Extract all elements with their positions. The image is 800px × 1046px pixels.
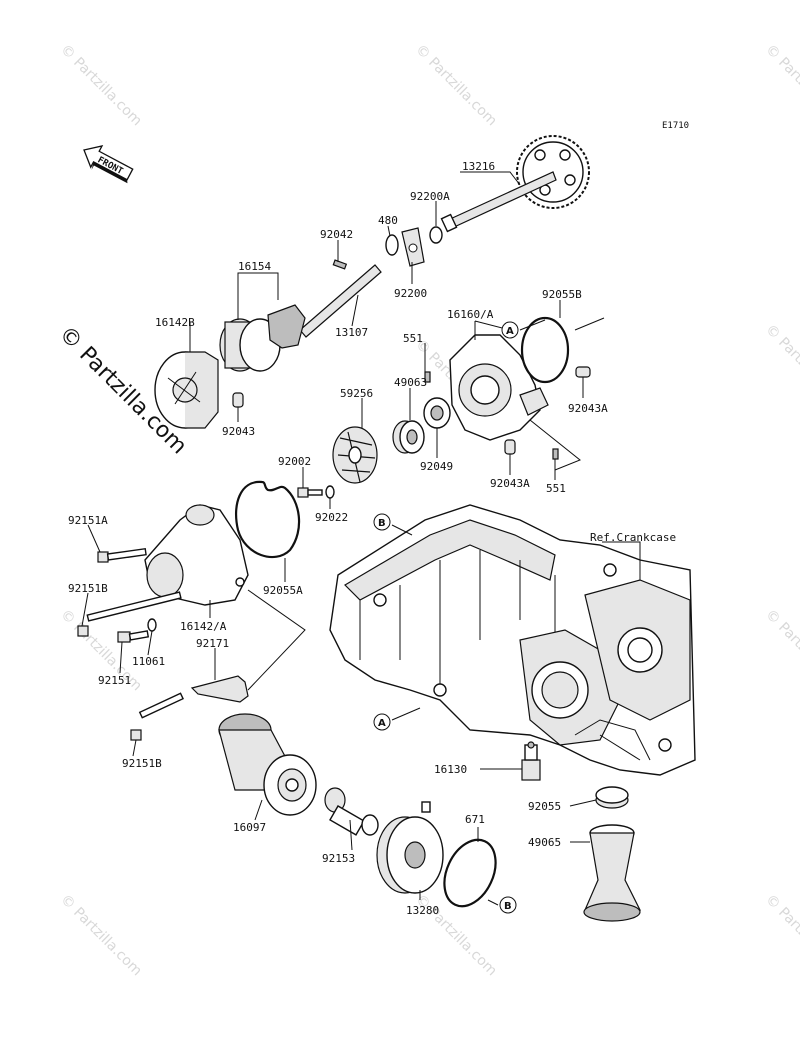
bracket-92171 <box>190 675 249 703</box>
label-49063: 49063 <box>394 376 427 389</box>
label-16154: 16154 <box>238 260 271 273</box>
label-92153: 92153 <box>322 852 355 865</box>
washer-92022 <box>325 485 335 499</box>
front-arrow-icon: FRONT <box>83 145 134 184</box>
label-92055: 92055 <box>528 800 561 813</box>
dowel-92043A-lower <box>504 439 516 455</box>
label-16142A: 16142/A <box>180 620 227 633</box>
label-92002: 92002 <box>278 455 311 468</box>
cover-16160A <box>449 334 549 441</box>
label-551-upper: 551 <box>403 332 423 345</box>
dowel-92043 <box>232 392 244 408</box>
label-671: 671 <box>465 813 485 826</box>
callout-B-lower: B <box>499 896 517 914</box>
watermark-2: © Partzilla.com <box>412 42 500 130</box>
label-16142B: 16142B <box>155 316 195 329</box>
label-11061: 11061 <box>132 655 165 668</box>
label-92171: 92171 <box>196 637 229 650</box>
leader-lines <box>81 171 641 906</box>
pump-body-16142A <box>144 504 249 606</box>
label-49065: 49065 <box>528 836 561 849</box>
strainer-49065 <box>583 824 641 922</box>
pin-551-lower <box>552 448 559 460</box>
cooler-13280 <box>376 801 444 894</box>
svg-text:A: A <box>378 718 386 729</box>
watermark-1: © Partzilla.com <box>57 42 145 130</box>
bolt-92151 <box>117 630 150 643</box>
dowel-92043A-upper <box>575 366 591 378</box>
o-ring-92055A <box>234 480 301 559</box>
label-92151A: 92151A <box>68 514 108 527</box>
watermark-5: © Partzilla.com <box>762 322 800 410</box>
watermark-9: © Partzilla.com <box>57 892 145 980</box>
label-92055A: 92055A <box>263 584 303 597</box>
watermark-8: © Partzilla.com <box>762 607 800 695</box>
callout-A-upper: A <box>501 321 519 339</box>
svg-text:B: B <box>378 518 386 529</box>
seal-49063 <box>392 420 425 454</box>
o-ring-92055B <box>520 316 570 384</box>
callout-A-lower: A <box>373 713 391 731</box>
circlip-480 <box>385 234 399 256</box>
watermark-11: © Partzilla.com <box>762 892 800 980</box>
label-13216: 13216 <box>462 160 495 173</box>
label-92049: 92049 <box>420 460 453 473</box>
switch-16130 <box>521 741 541 781</box>
label-92022: 92022 <box>315 511 348 524</box>
label-92151B-upper: 92151B <box>68 582 108 595</box>
seal-92049 <box>423 397 451 429</box>
bolt-92151B-lower <box>130 692 184 741</box>
label-92200A: 92200A <box>410 190 450 203</box>
impeller-59256 <box>332 426 378 484</box>
oil-filter-16097 <box>218 713 317 816</box>
housing-16142B <box>154 351 219 429</box>
pin-92042 <box>332 259 348 270</box>
label-59256: 59256 <box>340 387 373 400</box>
label-16130: 16130 <box>434 763 467 776</box>
label-551-lower: 551 <box>546 482 566 495</box>
label-16160A: 16160/A <box>447 308 494 321</box>
bolt-92151A <box>97 547 147 563</box>
svg-text:A: A <box>506 326 514 337</box>
diagram-code: E1710 <box>662 121 689 131</box>
label-92151: 92151 <box>98 674 131 687</box>
washer-92200A <box>429 226 443 244</box>
label-92043A-lower: 92043A <box>490 477 530 490</box>
washer-11061 <box>147 618 157 632</box>
crankcase-drawing <box>329 504 696 776</box>
rotor-16154 <box>219 304 306 372</box>
watermark-3: © Partzilla.com <box>762 42 800 130</box>
label-92151B-lower: 92151B <box>122 757 162 770</box>
bolt-92002 <box>297 487 323 498</box>
svg-text:B: B <box>504 901 512 912</box>
label-92043: 92043 <box>222 425 255 438</box>
fitting-92153 <box>324 787 379 836</box>
o-ring-671 <box>443 838 497 908</box>
gear-shaft-13216 <box>440 135 590 233</box>
shaft-13107 <box>299 264 382 338</box>
label-92200: 92200 <box>394 287 427 300</box>
part-labels: 13216 92200A 480 92042 16154 92200 13107… <box>68 160 676 917</box>
label-92043A-upper: 92043A <box>568 402 608 415</box>
pin-551-upper <box>424 371 431 383</box>
o-ring-92055 <box>595 786 629 809</box>
label-13280: 13280 <box>406 904 439 917</box>
bolt-92151B-upper <box>77 591 182 637</box>
label-13107: 13107 <box>335 326 368 339</box>
label-16097: 16097 <box>233 821 266 834</box>
callout-B-upper: B <box>373 513 391 531</box>
label-92042: 92042 <box>320 228 353 241</box>
label-480: 480 <box>378 214 398 227</box>
label-ref-crankcase: Ref.Crankcase <box>590 531 676 544</box>
label-92055B: 92055B <box>542 288 582 301</box>
